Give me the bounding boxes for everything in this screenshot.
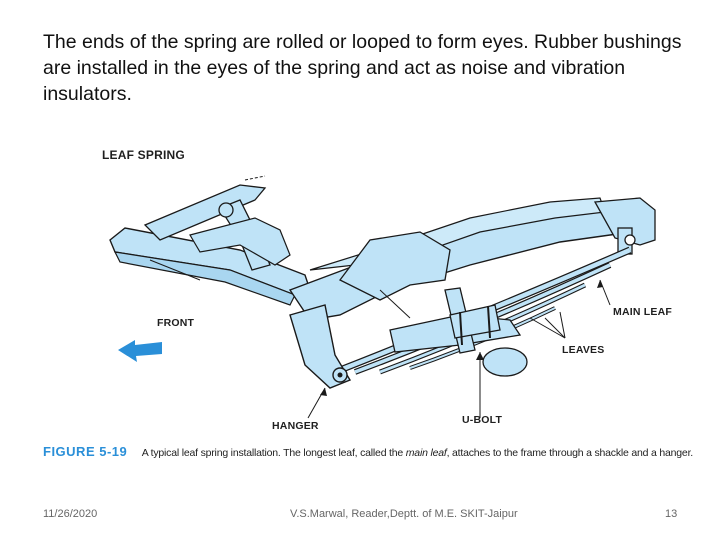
u-bolt-leg-1 bbox=[459, 311, 463, 346]
leaves-leader-2 bbox=[544, 317, 566, 339]
caption-text-before: A typical leaf spring installation. The … bbox=[141, 447, 406, 459]
front-crossmember bbox=[189, 217, 291, 266]
leaf-spring-figure: LEAF SPRING FRONT MAIN LEAF LEAVES HANGE… bbox=[40, 140, 690, 440]
front-frame-rail-lower bbox=[113, 251, 296, 306]
footer-date: 11/26/2020 bbox=[43, 508, 98, 520]
center-crossmember bbox=[339, 231, 451, 301]
caption-text-after: , attaches to the frame through a shackl… bbox=[446, 447, 694, 459]
caption-text-emphasis: main leaf bbox=[405, 447, 447, 459]
footer-author: V.S.Marwal, Reader,Deptt. of M.E. SKIT-J… bbox=[290, 508, 518, 520]
leaves-leader-3 bbox=[559, 311, 566, 339]
slide-body-text: The ends of the spring are rolled or loo… bbox=[43, 31, 682, 105]
label-hanger: HANGER bbox=[272, 420, 319, 432]
differential bbox=[482, 347, 528, 377]
front-upper-arm bbox=[143, 184, 267, 241]
hanger-leader-head bbox=[320, 388, 327, 396]
figure-number: FIGURE 5-19 bbox=[43, 444, 128, 459]
shackle-eye bbox=[624, 234, 636, 246]
front-arrow-icon bbox=[118, 340, 162, 362]
footer-page-number: 13 bbox=[665, 508, 678, 520]
label-u-bolt: U-BOLT bbox=[462, 414, 503, 426]
label-front: FRONT bbox=[157, 317, 195, 329]
detail-line-3 bbox=[244, 175, 266, 181]
label-leaf-spring: LEAF SPRING bbox=[102, 148, 185, 162]
u-bolt-leader-head bbox=[476, 352, 484, 360]
leaf-spring-illustration bbox=[109, 175, 656, 419]
label-main-leaf: MAIN LEAF bbox=[613, 306, 672, 318]
rear-frame-end bbox=[593, 197, 656, 246]
main-leaf-leader-head bbox=[597, 280, 603, 288]
u-bolt-leg-2 bbox=[487, 305, 491, 339]
front-bracket-eye bbox=[218, 202, 234, 218]
hanger-bolt bbox=[337, 372, 343, 378]
detail-line-1 bbox=[149, 259, 201, 281]
leaves-leader-1 bbox=[529, 317, 566, 339]
figure-caption: FIGURE 5-19 A typical leaf spring instal… bbox=[43, 443, 693, 461]
caption-text: A typical leaf spring installation. The … bbox=[142, 447, 693, 459]
detail-line-2 bbox=[379, 289, 411, 319]
label-leaves: LEAVES bbox=[562, 344, 605, 356]
hanger bbox=[289, 304, 352, 389]
